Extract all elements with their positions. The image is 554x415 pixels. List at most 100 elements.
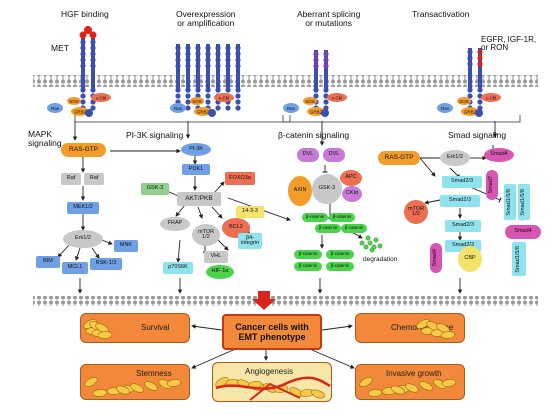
receptor-bead	[215, 63, 221, 69]
receptor-bead	[235, 99, 241, 105]
cbl-shape	[327, 93, 347, 102]
smad-smad4-top: Smad4	[484, 148, 514, 162]
receptor	[175, 44, 181, 111]
pi3k-pdk1: PDK1	[182, 164, 210, 175]
heading-overexpression: Overexpression or amplification	[176, 9, 236, 28]
smad-smad23-b: Smad2/3	[440, 195, 480, 207]
outcome-stemness-label: Stemness	[136, 369, 172, 378]
bcat-axin: AXIN	[288, 176, 312, 206]
sos-label: SOS	[192, 99, 202, 104]
bcat-beta-catenin-8: β-catenin	[326, 262, 354, 271]
receptor-bead	[205, 51, 211, 57]
receptor-bead	[467, 49, 473, 55]
mapk-rsk12: RSK-1/2	[90, 258, 122, 270]
receptor-bead	[477, 61, 483, 67]
receptor-stalk	[324, 50, 328, 92]
pi3k-vhl: VHL	[204, 251, 228, 263]
receptor-bead	[80, 63, 86, 69]
receptor-bead	[313, 87, 319, 93]
outcome-chemoresistance-label: Chemoresistance	[391, 323, 454, 332]
receptor-bead	[90, 87, 96, 93]
cbl-label: c-Cbl	[486, 96, 497, 101]
sos-shape	[457, 97, 471, 105]
degradation-particles	[359, 235, 383, 253]
receptor-bead	[235, 93, 241, 99]
receptor	[477, 48, 483, 111]
receptor	[185, 44, 191, 111]
p85-shape	[321, 109, 329, 117]
receptor-bead	[80, 39, 86, 45]
bcat-ckia: CKIα	[342, 186, 362, 202]
ras-label: Ras	[174, 106, 183, 111]
receptor-bead	[313, 63, 319, 69]
cbl-shape	[481, 93, 501, 102]
receptor-bead	[323, 57, 329, 63]
bcat-beta-catenin-4: β-catenin	[341, 224, 367, 233]
section-brackets	[74, 115, 521, 123]
receptor-bead	[205, 45, 211, 51]
outcome-angiogenesis: Angiogenesis	[212, 362, 332, 402]
receptor-bead	[195, 57, 201, 63]
mapk-raf-2: Raf	[84, 173, 104, 185]
sos-label: SOS	[305, 99, 315, 104]
sos-label: SOS	[69, 99, 79, 104]
label-met: MET	[51, 43, 69, 53]
p85-shape	[85, 109, 93, 117]
receptor-bead	[90, 63, 96, 69]
pi3k-foxo3a: FOXO3a	[225, 172, 255, 185]
receptor-bead	[225, 105, 231, 111]
ras-label: Ras	[441, 106, 450, 111]
mapk-erk12: Erk1/2	[63, 230, 103, 248]
degradation-dot	[369, 247, 375, 253]
degradation-dot	[367, 240, 373, 246]
bcat-dvl-2: DVL	[323, 148, 345, 162]
ras-label: Ras	[287, 106, 296, 111]
receptor-bead	[313, 57, 319, 63]
receptor-bead	[235, 51, 241, 57]
receptor-bead	[225, 51, 231, 57]
receptor-bead	[175, 87, 181, 93]
pi3k-hif1a: HIF-1α	[206, 265, 234, 279]
receptor-bead	[477, 55, 483, 61]
grb2-shape	[194, 107, 212, 116]
receptor	[323, 50, 329, 111]
adaptor-cluster: Ras SOS GRB2 c-Cbl	[47, 93, 111, 117]
receptor-bead	[235, 87, 241, 93]
receptor-stalk	[314, 50, 318, 92]
pi3k-frap: FRAP	[160, 217, 190, 231]
smad-smad158-a: Smad1/5/8	[504, 184, 516, 220]
met-receptors: RasSOSGRB2c-CblRasSOSGRB2c-CblRasSOSGRB2…	[47, 26, 501, 117]
receptor-bead	[185, 45, 191, 51]
smad-cbp: CBP	[458, 246, 482, 272]
receptor-bead	[323, 51, 329, 57]
receptor-bead	[205, 63, 211, 69]
receptor-stalk	[478, 48, 482, 92]
receptor-bead	[235, 105, 241, 111]
grb2-label: GRB2	[310, 110, 323, 115]
receptor	[89, 31, 97, 111]
receptor-bead	[185, 57, 191, 63]
receptor-bead	[225, 57, 231, 63]
cbl-label: c-Cbl	[96, 96, 107, 101]
outcome-angiogenesis-label: Angiogenesis	[245, 367, 294, 376]
receptor-bead	[185, 99, 191, 105]
smad-ras-gtp: RAS-GTP	[378, 151, 420, 165]
pi3k-akt-pkb: AKT/PKB	[177, 192, 221, 206]
pi3k-14-3-3: 14-3-3	[236, 206, 264, 218]
bcat-beta-catenin-5: β-catenin	[294, 250, 322, 259]
pi3k-b4-integrin: β4- integrin	[238, 233, 262, 249]
receptor-bead	[205, 93, 211, 99]
receptor-bead	[225, 87, 231, 93]
heading-transactivation: Transactivation	[412, 9, 470, 19]
receptor-bead	[185, 87, 191, 93]
grb2-label: GRB2	[74, 110, 87, 115]
ras-label: Ras	[51, 106, 60, 111]
receptor-bead	[313, 51, 319, 57]
receptor-bead	[313, 93, 319, 99]
cbl-label: c-Cbl	[219, 96, 230, 101]
receptor-bead	[215, 105, 221, 111]
degradation-dot	[365, 235, 371, 241]
receptor-bead	[323, 99, 329, 105]
